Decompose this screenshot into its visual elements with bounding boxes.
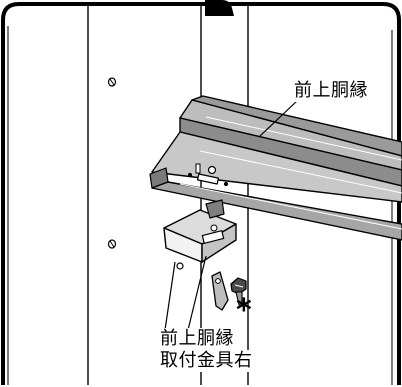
screw-hole-lower	[107, 239, 117, 249]
front-upper-rail	[149, 95, 402, 241]
bracket-label-line2: 取付金具右	[158, 350, 255, 372]
hanger-tab	[211, 271, 229, 311]
rail-leader-line	[259, 99, 299, 137]
screw-hole-upper	[107, 77, 117, 87]
rail-label: 前上胴縁	[292, 80, 370, 102]
frame-tab	[205, 0, 234, 16]
bracket-leader-line-1	[164, 261, 176, 331]
screw-part	[230, 277, 247, 306]
marker-asterisk: *	[236, 293, 252, 328]
bracket-leader-line-2	[187, 255, 207, 331]
mounting-bracket-right	[163, 199, 237, 270]
bracket-label-line1: 前上胴縁	[158, 328, 236, 350]
